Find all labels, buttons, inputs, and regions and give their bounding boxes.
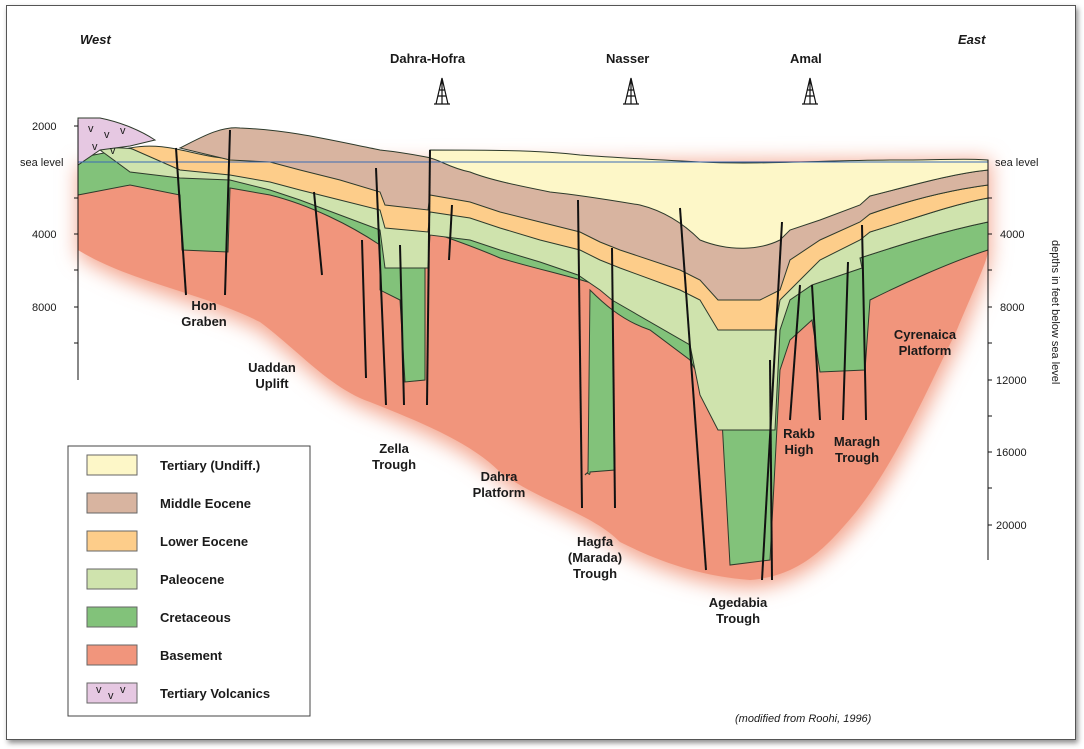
right-tick-20000: 20000 bbox=[996, 520, 1027, 532]
svg-text:v: v bbox=[120, 125, 126, 137]
well-icon-nasser bbox=[623, 78, 639, 104]
legend-label-lower-eocene: Lower Eocene bbox=[160, 534, 248, 549]
legend-label-middle-eocene: Middle Eocene bbox=[160, 496, 251, 511]
well-label-nasser: Nasser bbox=[606, 51, 649, 66]
legend-swatch-basement bbox=[87, 645, 137, 665]
east-label: East bbox=[958, 32, 986, 47]
right-tick-4000: 4000 bbox=[1000, 229, 1024, 241]
legend-label-paleocene: Paleocene bbox=[160, 572, 224, 587]
well-label-dahra-hofra: Dahra-Hofra bbox=[390, 51, 466, 66]
well-label-amal: Amal bbox=[790, 51, 822, 66]
svg-text:v: v bbox=[108, 690, 114, 702]
svg-text:v: v bbox=[120, 684, 126, 696]
right-axis: sea level 4000 8000 12000 16000 20000 de… bbox=[988, 157, 1061, 560]
legend-label-volcanics: Tertiary Volcanics bbox=[160, 686, 270, 701]
left-tick-sea-level: sea level bbox=[20, 157, 63, 169]
right-tick-sea-level: sea level bbox=[995, 157, 1038, 169]
right-tick-8000: 8000 bbox=[1000, 302, 1024, 314]
well-icon-amal bbox=[802, 78, 818, 104]
svg-text:v: v bbox=[110, 145, 116, 157]
west-label: West bbox=[80, 32, 111, 47]
well-icons bbox=[434, 78, 818, 104]
left-tick-8000: 8000 bbox=[32, 302, 56, 314]
svg-text:v: v bbox=[96, 684, 102, 696]
svg-text:v: v bbox=[104, 129, 110, 141]
legend-label-cretaceous: Cretaceous bbox=[160, 610, 231, 625]
right-tick-12000: 12000 bbox=[996, 375, 1027, 387]
left-axis: 2000 sea level 4000 8000 bbox=[20, 120, 78, 380]
svg-text:v: v bbox=[92, 141, 98, 153]
citation: (modified from Roohi, 1996) bbox=[735, 713, 872, 725]
legend-swatch-paleocene bbox=[87, 569, 137, 589]
left-tick-2000: 2000 bbox=[32, 121, 56, 133]
left-tick-4000: 4000 bbox=[32, 229, 56, 241]
svg-text:v: v bbox=[88, 123, 94, 135]
legend-swatch-lower-eocene bbox=[87, 531, 137, 551]
legend-swatch-tertiary bbox=[87, 455, 137, 475]
right-axis-label: depths in feet below sea level bbox=[1049, 240, 1061, 384]
right-tick-16000: 16000 bbox=[996, 447, 1027, 459]
legend-swatch-cretaceous bbox=[87, 607, 137, 627]
well-icon-dahra-hofra bbox=[434, 78, 450, 104]
legend-label-basement: Basement bbox=[160, 648, 223, 663]
legend-label-tertiary: Tertiary (Undiff.) bbox=[160, 458, 260, 473]
legend: Tertiary (Undiff.) Middle Eocene Lower E… bbox=[68, 446, 310, 716]
legend-swatch-middle-eocene bbox=[87, 493, 137, 513]
